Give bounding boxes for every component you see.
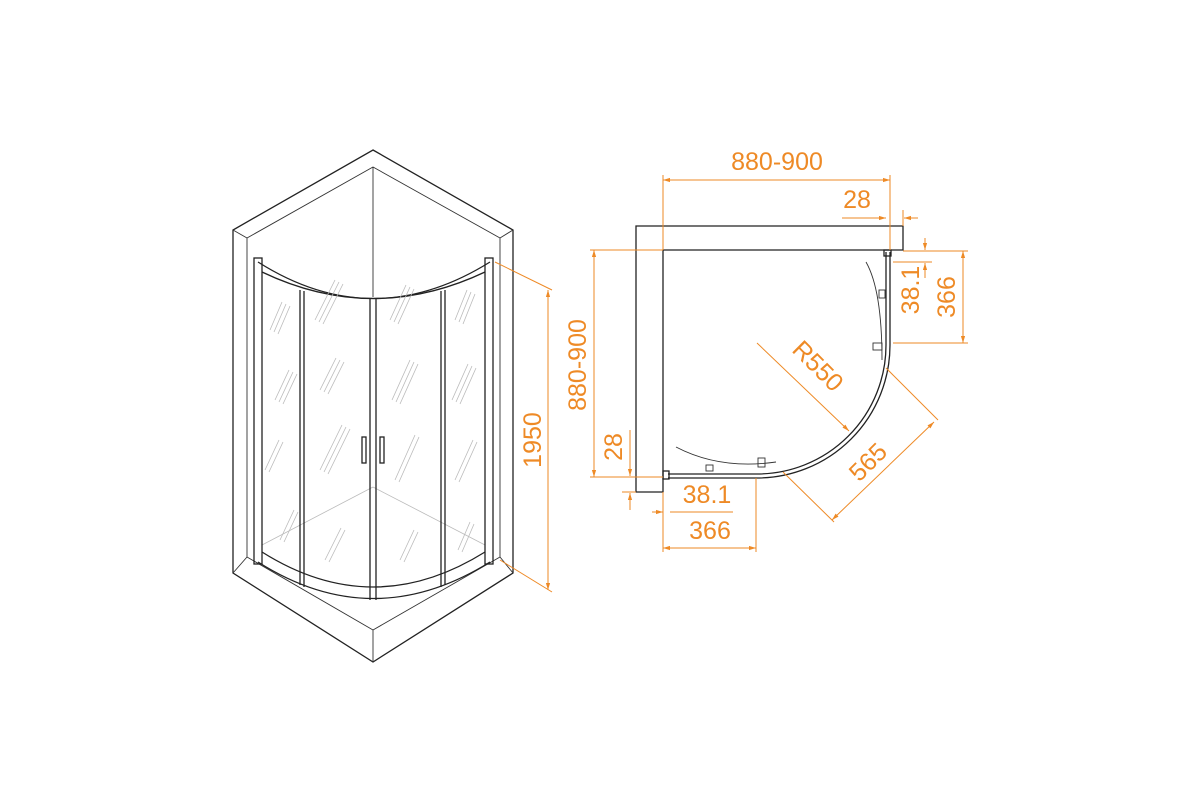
radius-label: R550 <box>787 335 849 397</box>
wall-offset-left-label: 28 <box>600 433 628 461</box>
height-label: 1950 <box>519 412 547 468</box>
diagonal-label: 565 <box>844 438 893 487</box>
door-handle-left <box>361 436 367 464</box>
right-straight-label: 366 <box>933 276 961 318</box>
depth-left-label: 880-900 <box>564 319 592 411</box>
bottom-gap-label: 38.1 <box>683 481 732 509</box>
width-top-label: 880-900 <box>731 148 823 176</box>
glass-hatching <box>264 279 478 563</box>
height-dimension: 1950 <box>494 261 553 593</box>
plan-view: 880-900 28 880-900 28 38.1 366 38.1 366 <box>564 148 968 552</box>
isometric-view: 1950 <box>232 149 553 663</box>
right-gap-label: 38.1 <box>897 266 925 315</box>
door-handle-right <box>379 436 385 464</box>
room-walls <box>232 149 514 663</box>
bottom-straight-label: 366 <box>689 517 731 545</box>
wall-offset-top-label: 28 <box>843 186 871 214</box>
enclosure-plan <box>662 249 892 480</box>
shower-enclosure <box>253 257 494 600</box>
